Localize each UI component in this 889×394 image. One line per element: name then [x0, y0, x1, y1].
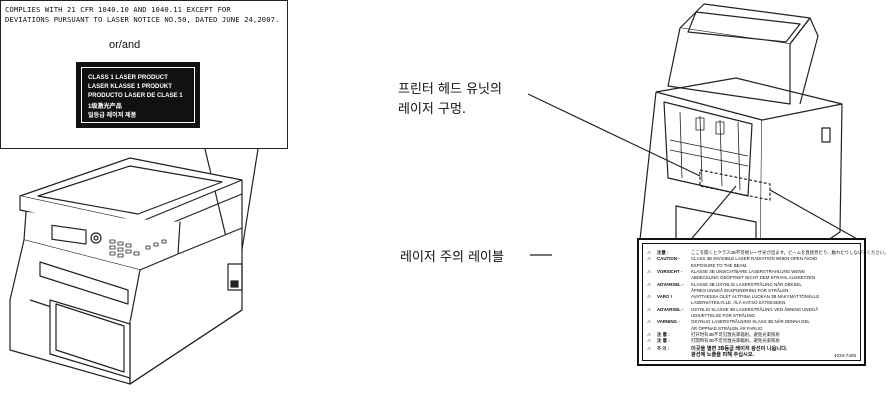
warning-row-text: 打開時有3B不可見激光束輻射。避免光束照射	[691, 338, 780, 344]
warning-triangle-icon: ⚠	[647, 338, 651, 344]
warning-row: ⚠ VARNING - OSYNLIG LASERSTRÅLNING KLASS 3…	[647, 319, 810, 325]
warning-row: ⚠ VARO ! AVATTAESSA OLET ALTTIINA LUOKAN 3…	[647, 294, 819, 300]
warning-triangle-icon: ⚠	[647, 256, 651, 262]
warning-row: 광선에 노출을 피해 주십시오.	[647, 351, 754, 358]
warning-row-language: VARO !	[657, 294, 673, 300]
label-code: 4034-7405	[834, 353, 856, 358]
warning-row-language: 注 意 :	[657, 338, 670, 344]
laser-label-line-3: PRODUCTO LASER DE CLASE 1	[88, 92, 183, 99]
warning-triangle-icon: ⚠	[647, 250, 651, 255]
warning-row: ⚠ CAUTION - CLASS 3B INVISIBLE LASER RADIA…	[647, 256, 817, 262]
warning-row-text: KLASSE 3B USYNLIG LASERSTRÅLING NÅR DEKS…	[691, 281, 802, 287]
warning-triangle-icon: ⚠	[647, 281, 651, 287]
warning-triangle-icon: ⚠	[647, 345, 651, 351]
warning-row-language: VARNING -	[657, 319, 680, 325]
warning-row-text: ABDECKUNG GEÖFFNET NICHT DEM STRAHL AUSS…	[691, 275, 816, 281]
warning-triangle-icon: ⚠	[647, 268, 651, 274]
warning-row: ⚠ 주 의 : 이곳을 열면 3B등급 레이저 광선이 나옵니다.	[647, 345, 787, 352]
laser-label-line-1: CLASS 1 LASER PRODUCT	[88, 74, 168, 81]
warning-row-text: 打开时有3B不可见激光束辐射。避免光束照射	[691, 331, 780, 337]
warning-row-text: AVATTAESSA OLET ALTTIINA LUOKAN 3B NÄKYM…	[691, 294, 820, 300]
warning-row: LASERSÄTEILYLLE. ÄLÄ KATSO SÄTEESEEN.	[647, 300, 786, 305]
warning-row-language: 注意 :	[657, 250, 669, 255]
warning-row: ⚠ VORSICHT - KLASSE 3B UNSICHTBARE LASERST…	[647, 269, 805, 275]
warning-row-text: 이곳을 열면 3B등급 레이저 광선이 나옵니다.	[691, 345, 788, 352]
warning-row-text: ここを開くとクラス3B不可視レーザ光が出ます。ビームを直接見たり、触れたりしない…	[691, 250, 889, 255]
warning-row: ⚠ ADVARSEL - USYNLIG KLASSE 3B LASERSTRÅLI…	[647, 307, 818, 313]
warning-row-language: ADVARSEL -	[657, 306, 684, 312]
caution-label-callout: 레이저 주의 레이블	[400, 250, 504, 265]
laser-label-line-5: 일등급 레이저 제품	[88, 112, 137, 119]
or-and-text: or/and	[109, 39, 141, 51]
printer-illustration	[9, 3, 867, 385]
warning-row-text: ÄR ÖPPNAD STRÅLEN ÄR FARLIG	[691, 325, 763, 331]
warning-row-text: KLASSE 3B UNSICHTBARE LASERSTRAHLUNG WEN…	[691, 268, 805, 274]
compliance-notice-box: COMPLIES WITH 21 CFR 1040.10 AND 1040.11…	[0, 0, 288, 149]
warning-row-text: CLASS 3B INVISIBLE LASER RADIATION WHEN …	[691, 256, 818, 262]
warning-triangle-icon: ⚠	[647, 294, 651, 300]
laser-caution-label: ⚠ 注意 : ここを開くとクラス3B不可視レーザ光が出ます。ビームを直接見たり、触れ…	[637, 238, 889, 366]
compliance-line-2: DEVIATIONS PURSUANT TO LASER NOTICE NO.5…	[5, 15, 280, 24]
warning-row-language: 주 의 :	[657, 345, 669, 351]
warning-row: ABDECKUNG GEÖFFNET NICHT DEM STRAHL AUSS…	[647, 275, 815, 280]
warning-triangle-icon: ⚠	[647, 319, 651, 325]
warning-row: ⚠ 注 意 : 打開時有3B不可見激光束輻射。避免光束照射	[647, 338, 780, 344]
class1-laser-label: CLASS 1 LASER PRODUCT LASER KLASSE 1 PRO…	[76, 62, 200, 128]
warning-row-text: EXPOSURE TO THE BEAM.	[691, 262, 748, 268]
warning-row-language: 注 意 :	[657, 331, 670, 337]
warning-row: ÅPNES UNNGÅ EKSPONERING FOR STRÅLEN	[647, 288, 788, 293]
warning-row-language: CAUTION -	[657, 256, 680, 262]
warning-row-text: UDSÆTTELSE FOR STRÅLING	[691, 313, 755, 318]
warning-row-text: ÅPNES UNNGÅ EKSPONERING FOR STRÅLEN	[691, 287, 789, 293]
warning-row-language: ADVARSEL -	[657, 281, 684, 287]
warning-row: ⚠ 注意 : ここを開くとクラス3B不可視レーザ光が出ます。ビームを直接見たり、触れ…	[647, 250, 889, 256]
laser-label-line-2: LASER KLASSE 1 PRODUKT	[88, 83, 172, 90]
warning-row: ⚠ 注 意 : 打开时有3B不可见激光束辐射。避免光束照射	[647, 332, 780, 338]
warning-row: ⚠ ADVARSEL - KLASSE 3B USYNLIG LASERSTRÅLI…	[647, 282, 802, 288]
warning-row: ÄR ÖPPNAD STRÅLEN ÄR FARLIG	[647, 326, 763, 331]
warning-row-text: LASERSÄTEILYLLE. ÄLÄ KATSO SÄTEESEEN.	[691, 300, 787, 306]
print-head-callout-line-1: 프린터 헤드 유닛의	[398, 82, 502, 97]
laser-label-line-4: 1级激光产品	[88, 103, 122, 110]
warning-triangle-icon: ⚠	[647, 306, 651, 312]
warning-row-language: VORSICHT -	[657, 268, 683, 274]
warning-triangle-icon: ⚠	[647, 331, 651, 337]
warning-row: UDSÆTTELSE FOR STRÅLING	[647, 313, 755, 318]
compliance-line-1: COMPLIES WITH 21 CFR 1040.10 AND 1040.11…	[5, 5, 231, 14]
warning-row-text: USYNLIG KLASSE 3B LASERSTRÅLING VED ÅBNI…	[691, 306, 819, 312]
warning-row-text: OSYNLIG LASERSTRÅLNING KLASS 3B NÄR DENN…	[691, 319, 810, 325]
warning-row-text: 광선에 노출을 피해 주십시오.	[691, 351, 755, 358]
warning-row: EXPOSURE TO THE BEAM.	[647, 263, 747, 268]
print-head-callout-line-2: 레이저 구멍.	[398, 102, 467, 117]
